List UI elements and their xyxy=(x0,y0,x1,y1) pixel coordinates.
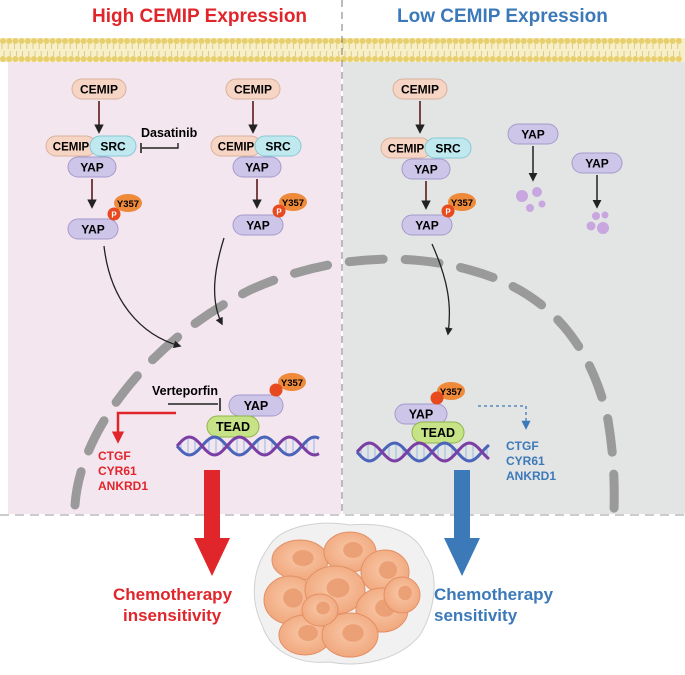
tumor-cell-cluster xyxy=(253,522,435,665)
cemip-node: CEMIP xyxy=(392,78,448,100)
dasatinib-label: Dasatinib xyxy=(141,126,198,140)
weak-transcription-arrow xyxy=(478,405,531,430)
target-gene: CTGF xyxy=(506,439,539,453)
svg-text:SRC: SRC xyxy=(100,140,126,154)
phospho-yap: YAP Y357 P xyxy=(401,193,476,236)
target-gene: CTGF xyxy=(98,449,131,463)
cemip-src-complex: CEMIP SRC YAP xyxy=(380,137,472,180)
svg-text:CEMIP: CEMIP xyxy=(53,142,90,154)
phospho-yap: YAP Y357 P xyxy=(232,193,307,236)
cemip-src-complex: CEMIP SRC YAP xyxy=(210,135,302,178)
cemip-src-complex: CEMIP SRC YAP xyxy=(45,135,137,178)
svg-text:YAP: YAP xyxy=(409,408,434,422)
svg-text:TEAD: TEAD xyxy=(216,420,250,434)
insensitivity-arrow xyxy=(194,470,230,576)
svg-text:P: P xyxy=(111,211,117,220)
svg-text:YAP: YAP xyxy=(246,219,270,233)
svg-text:SRC: SRC xyxy=(435,142,461,156)
yap-tead-complex: YAP Y357 TEAD xyxy=(394,382,465,444)
cemip-node: CEMIP xyxy=(71,78,127,100)
svg-text:P: P xyxy=(445,208,451,217)
svg-text:CEMIP: CEMIP xyxy=(80,83,118,97)
svg-text:YAP: YAP xyxy=(245,161,269,175)
svg-text:Y357: Y357 xyxy=(440,387,462,398)
svg-text:Y357: Y357 xyxy=(281,378,303,389)
outcome-high-line1: Chemotherapy xyxy=(113,585,233,604)
nuclear-translocation-arrow xyxy=(103,245,182,349)
svg-text:YAP: YAP xyxy=(415,219,439,233)
svg-text:Y357: Y357 xyxy=(117,199,139,210)
svg-text:YAP: YAP xyxy=(414,163,438,177)
svg-text:TEAD: TEAD xyxy=(421,426,455,440)
svg-text:CEMIP: CEMIP xyxy=(218,142,255,154)
yap-tead-complex: YAP Y357 TEAD xyxy=(206,373,306,438)
dna-helix xyxy=(175,435,320,457)
low-expression-title: Low CEMIP Expression xyxy=(397,6,608,27)
nuclear-translocation-arrow xyxy=(213,237,225,326)
cemip-node: CEMIP xyxy=(225,78,281,100)
high-expression-title: High CEMIP Expression xyxy=(92,6,308,27)
outcome-low-line1: Chemotherapy xyxy=(434,585,554,604)
target-gene: ANKRD1 xyxy=(506,469,556,483)
svg-text:YAP: YAP xyxy=(244,399,269,413)
svg-text:Y357: Y357 xyxy=(451,198,473,209)
target-gene: CYR61 xyxy=(506,454,545,468)
svg-text:YAP: YAP xyxy=(81,223,105,237)
target-gene: ANKRD1 xyxy=(98,479,148,493)
svg-text:YAP: YAP xyxy=(585,157,609,171)
outcome-high-line2: insensitivity xyxy=(123,606,222,625)
phospho-yap: YAP Y357 P xyxy=(67,194,142,240)
cell-membrane xyxy=(0,38,685,62)
svg-text:Y357: Y357 xyxy=(282,198,304,209)
svg-text:CEMIP: CEMIP xyxy=(388,144,425,156)
transcription-arrow xyxy=(111,411,176,444)
sensitivity-arrow xyxy=(444,470,480,576)
dasatinib-inhibition xyxy=(142,143,179,149)
svg-text:CEMIP: CEMIP xyxy=(401,83,439,97)
svg-text:SRC: SRC xyxy=(265,140,291,154)
svg-text:YAP: YAP xyxy=(521,128,545,142)
dna-helix xyxy=(355,441,490,463)
svg-text:P: P xyxy=(276,208,282,217)
svg-text:YAP: YAP xyxy=(80,161,104,175)
outcome-low-line2: sensitivity xyxy=(434,606,518,625)
nuclear-translocation-arrow xyxy=(431,243,453,336)
verteporfin-label: Verteporfin xyxy=(152,384,218,398)
target-gene: CYR61 xyxy=(98,464,137,478)
nuclear-envelope xyxy=(70,254,619,515)
svg-text:CEMIP: CEMIP xyxy=(234,83,272,97)
yap-degradation: YAP xyxy=(507,123,559,212)
yap-degradation: YAP xyxy=(571,152,623,234)
